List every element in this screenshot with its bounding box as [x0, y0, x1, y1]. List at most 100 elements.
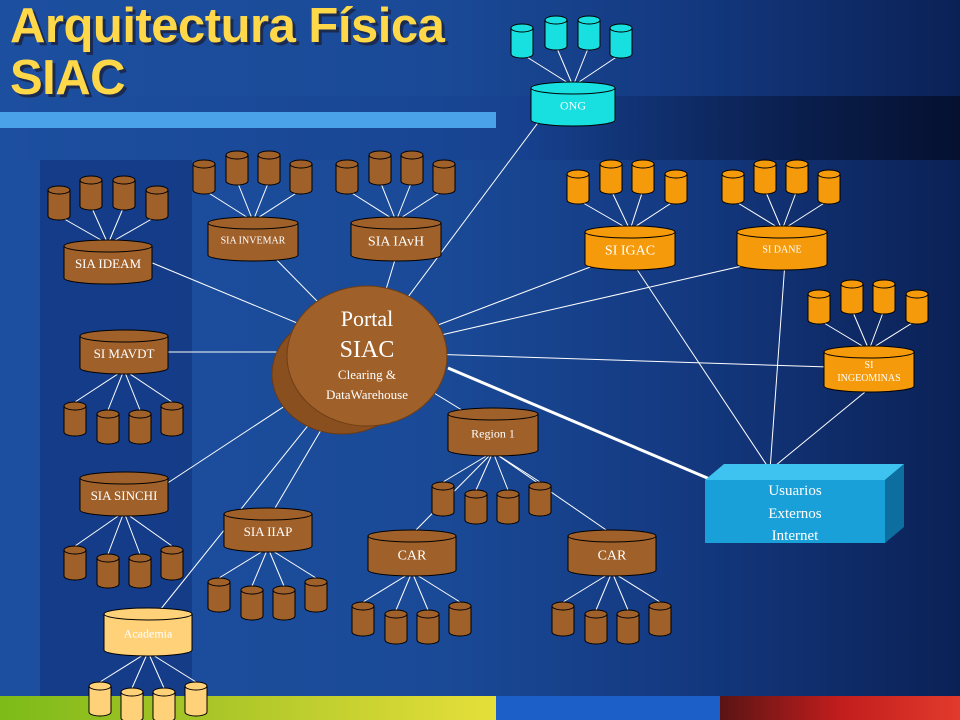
- si-mavdt-database-icon: [63, 401, 87, 437]
- si-dane-node[interactable]: SI DANE: [736, 225, 828, 271]
- car-right-node-label: CAR: [598, 548, 627, 563]
- sia-invemar-node[interactable]: SIA INVEMAR: [207, 216, 299, 262]
- sia-sinchi-database-icon: [128, 553, 152, 589]
- sia-ideam-database-icon: [47, 185, 71, 221]
- si-igac-database-icon: [566, 169, 590, 205]
- si-igac-node[interactable]: SI IGAC: [584, 225, 676, 271]
- region-car-link: [492, 451, 613, 535]
- sia-iiap-node[interactable]: SIA IIAP: [223, 507, 313, 553]
- car-left-node[interactable]: CAR: [367, 529, 457, 577]
- car-left-node-label: CAR: [398, 548, 427, 563]
- si-mavdt-node[interactable]: SI MAVDT: [79, 329, 169, 375]
- car-right-db-link: [611, 571, 661, 603]
- sia-iavh-db-link: [379, 180, 397, 222]
- car-left-db-link: [411, 571, 461, 603]
- usuarios-link: [769, 261, 786, 471]
- sia-iavh-db-link: [346, 189, 397, 222]
- si-igac-database-icon: [664, 169, 688, 205]
- ong-database-icon: [510, 23, 534, 59]
- car-right-database-icon: [551, 601, 575, 637]
- hub-line-4: DataWarehouse: [326, 387, 408, 402]
- academia-db-link: [131, 651, 149, 689]
- car-right-node[interactable]: CAR: [567, 529, 657, 577]
- sia-sinchi-node-label: SIA SINCHI: [91, 488, 158, 503]
- region1-database-icon: [496, 489, 520, 525]
- sia-iiap-db-link: [267, 547, 317, 579]
- sia-iavh-database-icon: [432, 159, 456, 195]
- sia-sinchi-db-link: [107, 511, 125, 555]
- sia-ideam-node-label: SIA IDEAM: [75, 256, 142, 271]
- sia-invemar-database-icon: [257, 150, 281, 186]
- sia-iavh-node[interactable]: SIA IAvH: [350, 216, 442, 262]
- sia-ideam-db-link: [107, 215, 158, 245]
- region1-node-label: Region 1: [471, 426, 515, 440]
- region1-database-icon: [464, 489, 488, 525]
- ong-db-link: [572, 53, 622, 87]
- system-nodes: ONG SIA IDEAM SIA INVEMAR SIA IAvH SI IGAC SI…: [63, 81, 915, 657]
- si-dane-database-icon: [753, 159, 777, 195]
- sia-iavh-db-link: [395, 189, 445, 222]
- si-dane-database-icon: [721, 169, 745, 205]
- region1-database-icon: [431, 481, 455, 517]
- usuarios-line-1: Usuarios: [768, 483, 821, 499]
- sia-invemar-db-link: [252, 189, 302, 222]
- academia-database-icon: [120, 687, 144, 720]
- portal-siac-hub[interactable]: Portal SIAC Clearing & DataWarehouse: [271, 285, 448, 435]
- academia-database-icon: [88, 681, 112, 717]
- car-left-database-icon: [384, 609, 408, 645]
- car-right-db-link: [611, 571, 629, 611]
- car-right-database-icon: [616, 609, 640, 645]
- si-ingeominas-database-icon: [840, 279, 864, 315]
- si-ingeominas-database-icon: [807, 289, 831, 325]
- car-right-db-link: [595, 571, 613, 611]
- ong-node[interactable]: ONG: [530, 81, 616, 127]
- sia-iiap-database-icon: [304, 577, 328, 613]
- usuarios-link: [631, 261, 771, 471]
- si-ingeominas-db-link: [868, 319, 918, 351]
- region1-db-link: [442, 451, 494, 483]
- hub-line-3: Clearing &: [338, 367, 396, 382]
- region1-database-icon: [528, 481, 552, 517]
- sia-iiap-db-link: [218, 547, 269, 579]
- si-igac-db-link: [577, 199, 631, 231]
- sia-iiap-database-icon: [240, 585, 264, 621]
- academia-node[interactable]: Academia: [103, 607, 193, 657]
- sia-ideam-db-link: [107, 205, 125, 245]
- car-left-database-icon: [416, 609, 440, 645]
- sia-invemar-db-link: [203, 189, 254, 222]
- car-left-db-link: [362, 571, 413, 603]
- si-ingeominas-label-2: INGEOMINAS: [837, 373, 900, 384]
- si-dane-db-link: [781, 189, 798, 231]
- sia-ideam-database-icon: [112, 175, 136, 211]
- si-mavdt-database-icon: [96, 409, 120, 445]
- title-underline: [0, 112, 496, 128]
- si-igac-db-link: [629, 199, 677, 231]
- sia-iavh-node-label: SIA IAvH: [368, 234, 424, 249]
- usuarios-externos-box[interactable]: Usuarios Externos Internet: [705, 464, 904, 544]
- sia-iiap-db-link: [251, 547, 269, 587]
- title-line-2: SIAC: [10, 51, 126, 105]
- bottom-bar-green: [0, 696, 496, 720]
- si-dane-db-link: [732, 199, 783, 231]
- sia-ideam-node[interactable]: SIA IDEAM: [63, 239, 153, 285]
- si-dane-database-icon: [817, 169, 841, 205]
- si-mavdt-db-link: [123, 369, 141, 411]
- sia-sinchi-node[interactable]: SIA SINCHI: [79, 471, 169, 517]
- sia-iavh-database-icon: [400, 150, 424, 186]
- ong-database-icon: [609, 23, 633, 59]
- si-igac-database-icon: [631, 159, 655, 195]
- si-dane-database-icon: [785, 159, 809, 195]
- region1-db-link: [492, 451, 509, 491]
- si-mavdt-db-link: [74, 369, 125, 403]
- sia-iiap-node-label: SIA IIAP: [244, 524, 293, 539]
- car-left-database-icon: [351, 601, 375, 637]
- usuarios-line-2: Externos: [768, 506, 821, 522]
- region1-node[interactable]: Region 1: [447, 407, 539, 457]
- sia-invemar-db-link: [252, 180, 270, 222]
- si-igac-db-link: [629, 189, 644, 231]
- si-ingeominas-database-icon: [872, 279, 896, 315]
- si-mavdt-node-label: SI MAVDT: [94, 346, 155, 361]
- sia-ideam-database-icon: [79, 175, 103, 211]
